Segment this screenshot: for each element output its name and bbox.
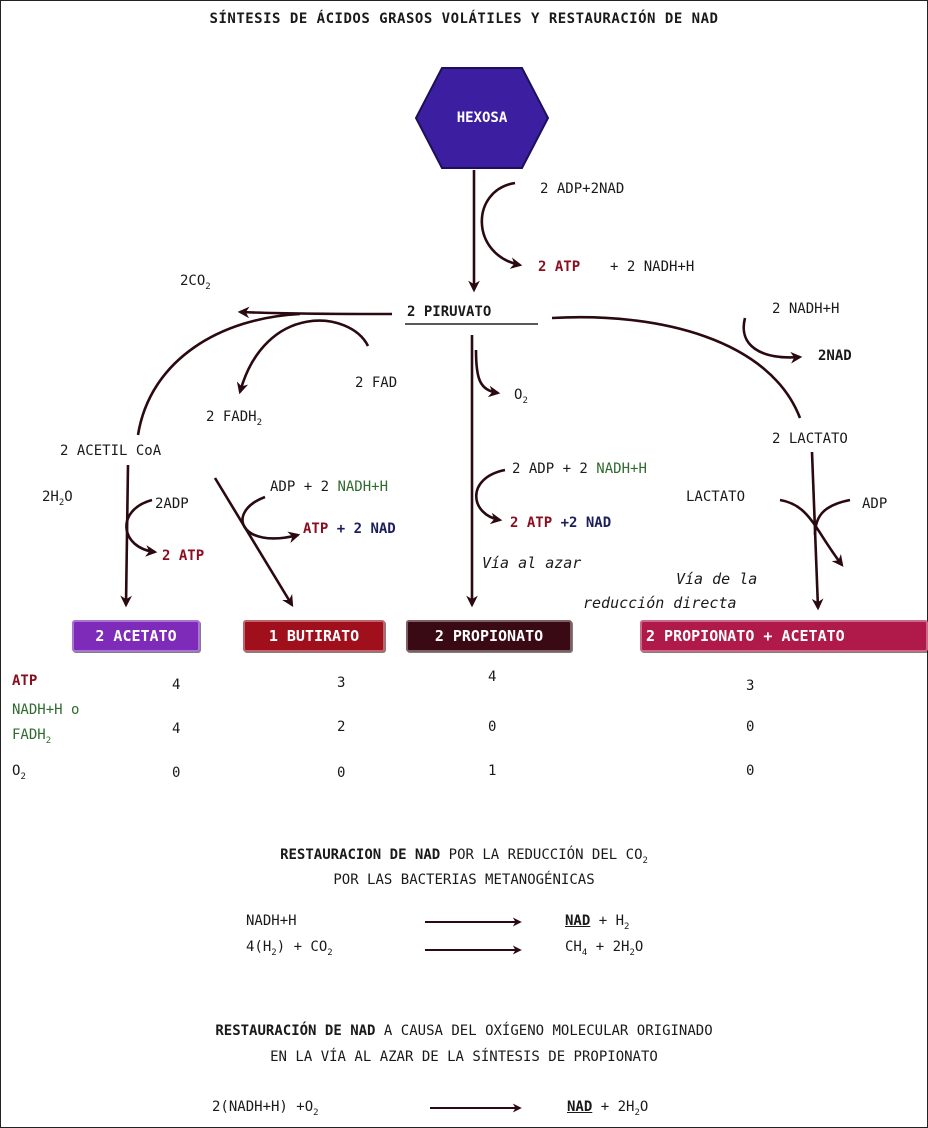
lactato2-label: 2 LACTATO — [772, 431, 848, 447]
glycolysis-nadh: + 2 NADH+H — [610, 259, 695, 275]
cell-nadh-mixed: 0 — [746, 719, 755, 735]
cell-nadh-acetato: 4 — [172, 721, 181, 737]
glycolysis-atp: 2 ATP — [538, 259, 581, 275]
arrow-o2 — [474, 349, 501, 398]
adp-right-label: ADP — [862, 496, 888, 512]
via-azar-label: Vía al azar — [482, 554, 582, 572]
cell-atp-propionato: 4 — [488, 669, 497, 685]
nad-right-label: 2NAD — [818, 348, 852, 364]
section1-heading-line1: RESTAURACION DE NAD POR LA REDUCCIÓN DEL… — [280, 847, 648, 866]
row-label-o2: O2 — [12, 763, 26, 782]
h2o-label: 2H2O — [42, 489, 73, 508]
product-acetato: 2 ACETATO — [72, 620, 200, 652]
fadh-label: 2 FADH2 — [206, 409, 262, 428]
cell-atp-mixed: 3 — [746, 678, 755, 694]
reaction2-left: 4(H2) + CO2 — [246, 939, 333, 958]
cell-o2-mixed: 0 — [746, 763, 755, 779]
section2-heading-line2: EN LA VÍA AL AZAR DE LA SÍNTESIS DE PROP… — [270, 1049, 658, 1065]
product-propionato: 2 PROPIONATO — [406, 620, 572, 652]
reaction1-left: NADH+H — [246, 913, 297, 929]
via-directa-line1: Vía de la — [676, 570, 758, 588]
lactato-label: LACTATO — [686, 489, 746, 505]
piruvato-label: 2 PIRUVATO — [407, 304, 492, 320]
acetil-coa-label: 2 ACETIL CoA — [60, 443, 162, 459]
reaction3-left: 2(NADH+H) +O2 — [212, 1099, 319, 1118]
adp-left-label: 2ADP — [155, 496, 189, 512]
arrow-piruvato-co2 — [237, 306, 393, 319]
arrow-lactato-side — [779, 498, 844, 567]
reaction2-right: CH4 + 2H2O — [565, 939, 644, 958]
glycolysis-input: 2 ADP+2NAD — [540, 181, 625, 197]
row-label-nadh: NADH+H o — [12, 702, 80, 718]
hexosa-hexagon — [414, 67, 550, 169]
cell-o2-propionato: 1 — [488, 763, 497, 779]
arrow-glycolysis-side — [480, 181, 523, 269]
propionato-input: 2 ADP + 2 NADH+H — [512, 461, 647, 477]
propionato-output: 2 ATP +2 NAD — [510, 515, 612, 531]
cell-nadh-propionato: 0 — [488, 719, 497, 735]
butirato-input: ADP + 2 NADH+H — [270, 479, 389, 495]
cell-atp-acetato: 4 — [172, 677, 181, 693]
arrow-to-acetil — [136, 312, 301, 436]
row-label-atp: ATP — [12, 673, 38, 689]
co2-label: 2CO2 — [180, 273, 211, 292]
butirato-output: ATP + 2 NAD — [303, 521, 396, 537]
atp-left-label: 2 ATP — [162, 548, 205, 564]
hexosa-label: HEXOSA — [456, 110, 508, 126]
arrow-adp-side — [813, 498, 851, 536]
arrow-piruvato-lactato — [551, 315, 802, 419]
fad-label: 2 FAD — [355, 375, 398, 391]
reaction1-right: NAD + H2 — [565, 913, 630, 932]
page-title: SÍNTESIS DE ÁCIDOS GRASOS VOLÁTILES Y RE… — [209, 11, 719, 27]
section2-heading-line1: RESTAURACIÓN DE NAD A CAUSA DEL OXÍGENO … — [215, 1023, 713, 1039]
cell-o2-acetato: 0 — [172, 765, 181, 781]
reaction3-right: NAD + 2H2O — [567, 1099, 649, 1118]
cell-nadh-butirato: 2 — [337, 719, 346, 735]
arrow-nad-right — [742, 317, 803, 364]
nadh-right-label: 2 NADH+H — [772, 301, 840, 317]
via-directa-line2: reducción directa — [583, 594, 737, 612]
product-butirato: 1 BUTIRATO — [243, 620, 385, 652]
o2-label: O2 — [514, 387, 528, 406]
row-label-fadh: FADH2 — [12, 727, 52, 746]
cell-atp-butirato: 3 — [337, 675, 346, 691]
product-propionato-acetato: 2 PROPIONATO + ACETATO — [640, 620, 928, 652]
arrow-propionato-side — [475, 468, 506, 525]
arrow-acetato-side — [125, 498, 158, 557]
section1-heading-line2: POR LAS BACTERIAS METANOGÉNICAS — [333, 872, 595, 888]
arrow-butirato-side — [241, 495, 301, 544]
cell-o2-butirato: 0 — [337, 765, 346, 781]
arrow-acetil-butirato — [213, 477, 294, 608]
arrow-fad — [236, 319, 370, 395]
